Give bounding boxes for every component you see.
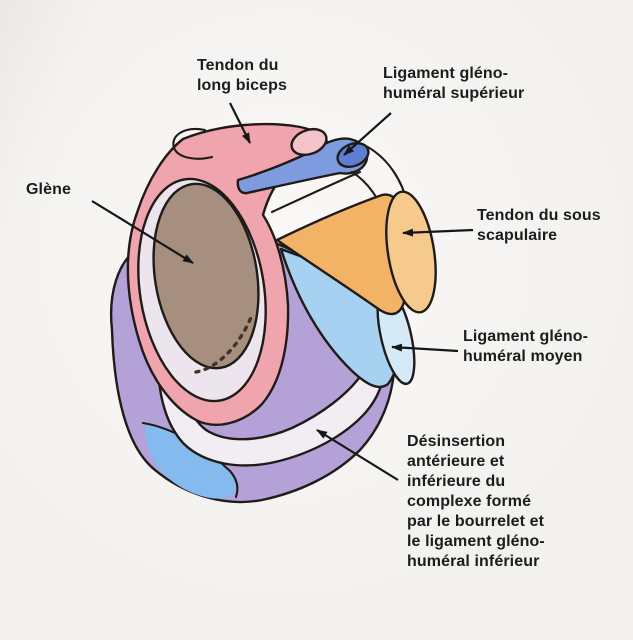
label-tendon-long-biceps: Tendon du long biceps: [197, 57, 287, 94]
axillary-recess-edge: [141, 421, 239, 499]
capsule-fold-line-3: [270, 170, 362, 214]
tendon-sous-scapulaire-arrow: [402, 228, 474, 237]
desinsertion-arrow: [316, 429, 399, 481]
ligament-superieur-arrow: [343, 112, 392, 156]
glene-shape: [152, 182, 260, 370]
coracoid-hook-line: [172, 128, 214, 160]
glene-scallop-edge: [194, 313, 254, 374]
glene-arrow: [91, 200, 194, 264]
biceps-arrow: [229, 102, 251, 144]
tendon-sous-scapulaire-cap: [385, 190, 437, 314]
label-tendon-sous-scapulaire: Tendon du sous scapulaire: [477, 207, 601, 244]
biceps-tendon-cap: [290, 127, 328, 157]
ligament-moyen-arrow: [391, 343, 459, 353]
label-desinsertion: Désinsertion antérieure et inférieure du…: [407, 433, 545, 570]
label-glene: Glène: [26, 181, 71, 198]
label-ligament-glenohumeral-moyen: Ligament gléno- huméral moyen: [463, 328, 589, 365]
label-ligament-glenohumeral-superieur: Ligament gléno- huméral supérieur: [383, 65, 525, 102]
axillary-recess-shape: [144, 424, 237, 499]
